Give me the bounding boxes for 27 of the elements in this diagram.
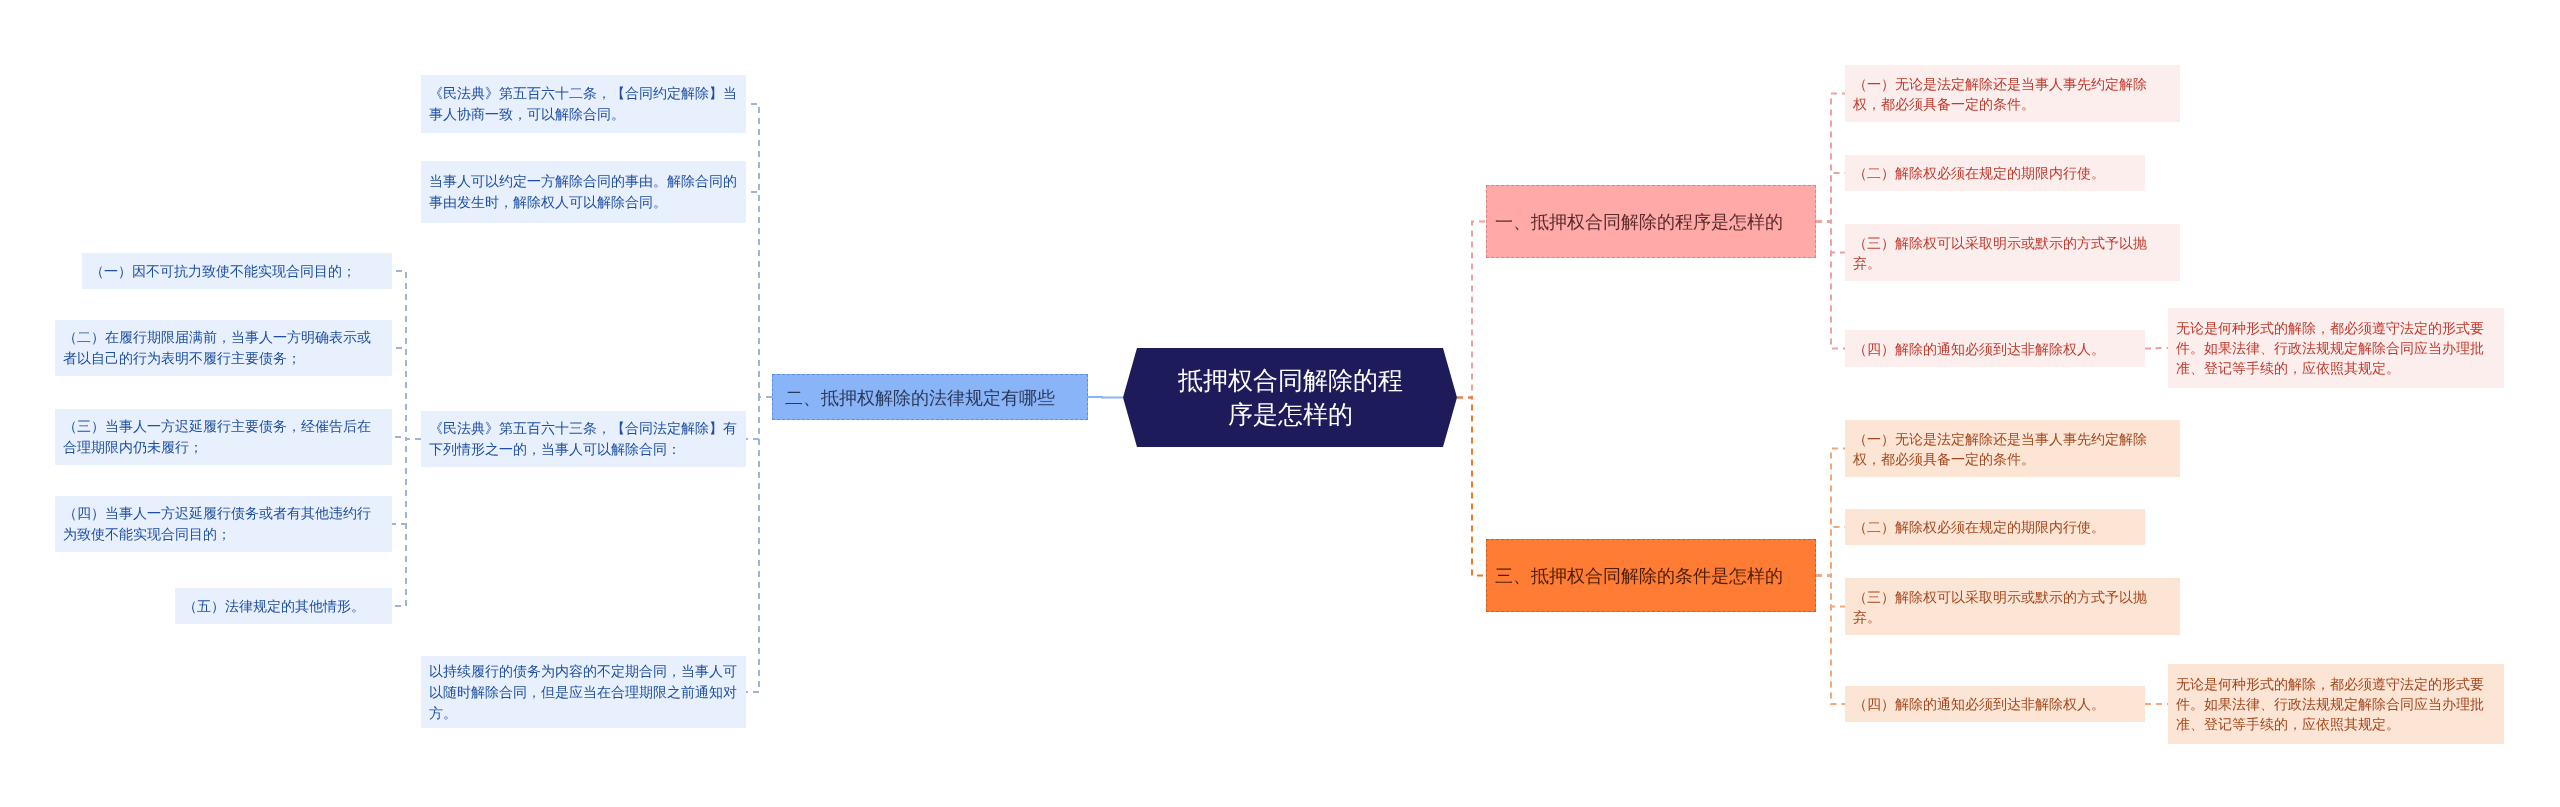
branch-topic: 二、抵押权解除的法律规定有哪些 xyxy=(772,374,1088,420)
text-card: （三）当事人一方迟延履行主要债务，经催告后在合理期限内仍未履行； xyxy=(55,409,392,465)
text-card: 《民法典》第五百六十二条，【合同约定解除】当事人协商一致，可以解除合同。 xyxy=(421,75,746,133)
text-card: （四）当事人一方迟延履行债务或者有其他违约行为致使不能实现合同目的； xyxy=(55,496,392,552)
connector-line xyxy=(1815,220,1846,350)
text-card: （二）解除权必须在规定的期限内行使。 xyxy=(1845,155,2145,191)
text-card: 当事人可以约定一方解除合同的事由。解除合同的事由发生时，解除权人可以解除合同。 xyxy=(421,161,746,223)
central-topic: 抵押权合同解除的程序是怎样的 xyxy=(1123,348,1457,447)
connector-line xyxy=(1815,574,1846,705)
text-card: （三）解除权可以采取明示或默示的方式予以抛弃。 xyxy=(1845,224,2180,281)
text-card: （一）因不可抗力致使不能实现合同目的； xyxy=(82,253,392,289)
branch-topic: 一、抵押权合同解除的程序是怎样的 xyxy=(1486,185,1816,258)
text-card: （一）无论是法定解除还是当事人事先约定解除权，都必须具备一定的条件。 xyxy=(1845,65,2180,122)
connector-line xyxy=(2144,347,2169,350)
text-card: 以持续履行的债务为内容的不定期合同，当事人可以随时解除合同，但是应当在合理期限之前通知对方。 xyxy=(421,656,746,728)
branch-topic: 三、抵押权合同解除的条件是怎样的 xyxy=(1486,539,1816,612)
text-card: （一）无论是法定解除还是当事人事先约定解除权，都必须具备一定的条件。 xyxy=(1845,420,2180,477)
text-card: （四）解除的通知必须到达非解除权人。 xyxy=(1845,686,2145,722)
text-card: （二）解除权必须在规定的期限内行使。 xyxy=(1845,509,2145,545)
text-card: 《民法典》第五百六十三条，【合同法定解除】有下列情形之一的，当事人可以解除合同： xyxy=(421,411,746,467)
text-card: （二）在履行期限届满前，当事人一方明确表示或者以自己的行为表明不履行主要债务； xyxy=(55,320,392,376)
text-card: 无论是何种形式的解除，都必须遵守法定的形式要件。如果法律、行政法规规定解除合同应当办理批准、登记等手续的，应依照其规定。 xyxy=(2168,664,2504,744)
text-card: （五）法律规定的其他情形。 xyxy=(175,588,392,624)
text-card: 无论是何种形式的解除，都必须遵守法定的形式要件。如果法律、行政法规规定解除合同应当办理批准、登记等手续的，应依照其规定。 xyxy=(2168,308,2504,388)
connector-line xyxy=(1087,396,1124,399)
text-card: （三）解除权可以采取明示或默示的方式予以抛弃。 xyxy=(1845,578,2180,635)
text-card: （四）解除的通知必须到达非解除权人。 xyxy=(1845,330,2145,367)
